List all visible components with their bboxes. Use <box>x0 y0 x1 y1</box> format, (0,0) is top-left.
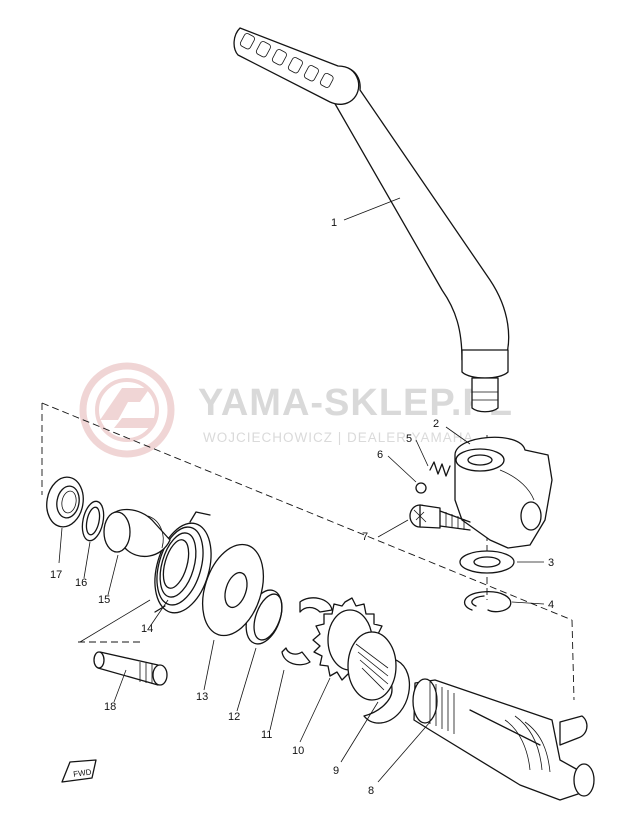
kick-axle <box>412 678 595 801</box>
torsion-spring <box>154 511 212 614</box>
pinch-bolt <box>409 504 471 531</box>
kick-gear <box>312 597 397 701</box>
leader-lines <box>58 197 545 783</box>
part-number-18: 18 <box>104 701 116 713</box>
spacer-collar <box>103 508 171 558</box>
oil-seal <box>46 476 84 528</box>
part-number-15: 15 <box>98 594 110 606</box>
part-number-6: 6 <box>377 449 383 461</box>
part-number-3: 3 <box>548 557 554 569</box>
spring-guide-plate <box>202 543 264 637</box>
part-number-9: 9 <box>333 765 339 777</box>
kick-boss <box>454 436 553 549</box>
watermark-brand: YAMA-SKLEP.PL <box>198 382 513 424</box>
watermark: YAMA-SKLEP.PL WOJCIECHOWICZ | DEALER YAM… <box>79 362 513 458</box>
steel-ball <box>415 482 427 494</box>
plain-washer <box>459 550 515 574</box>
watermark-subtitle: WOJCIECHOWICZ | DEALER YAMAHA <box>203 430 474 445</box>
dowel-pin <box>93 651 168 686</box>
part-number-labels: 1 2 3 4 5 6 7 8 9 10 11 12 13 14 15 16 1… <box>50 217 554 797</box>
kick-retainer <box>281 597 333 666</box>
thin-washer <box>81 500 105 542</box>
part-number-17: 17 <box>50 569 62 581</box>
part-number-8: 8 <box>368 785 374 797</box>
part-number-10: 10 <box>292 745 304 757</box>
part-number-1: 1 <box>331 217 337 229</box>
fwd-direction-badge: FWD <box>61 759 97 783</box>
kick-crank-lever <box>233 27 510 413</box>
part-number-4: 4 <box>548 599 554 611</box>
part-number-11: 11 <box>261 729 272 741</box>
part-number-12: 12 <box>228 711 240 723</box>
part-number-2: 2 <box>433 418 439 430</box>
small-spring <box>429 461 451 477</box>
part-number-7: 7 <box>362 531 368 543</box>
watermark-logo <box>79 362 175 458</box>
fwd-label: FWD <box>73 767 93 778</box>
part-number-5: 5 <box>406 433 412 445</box>
part-number-13: 13 <box>196 691 208 703</box>
part-number-16: 16 <box>75 577 87 589</box>
part-number-14: 14 <box>141 623 153 635</box>
circlip <box>463 591 512 613</box>
